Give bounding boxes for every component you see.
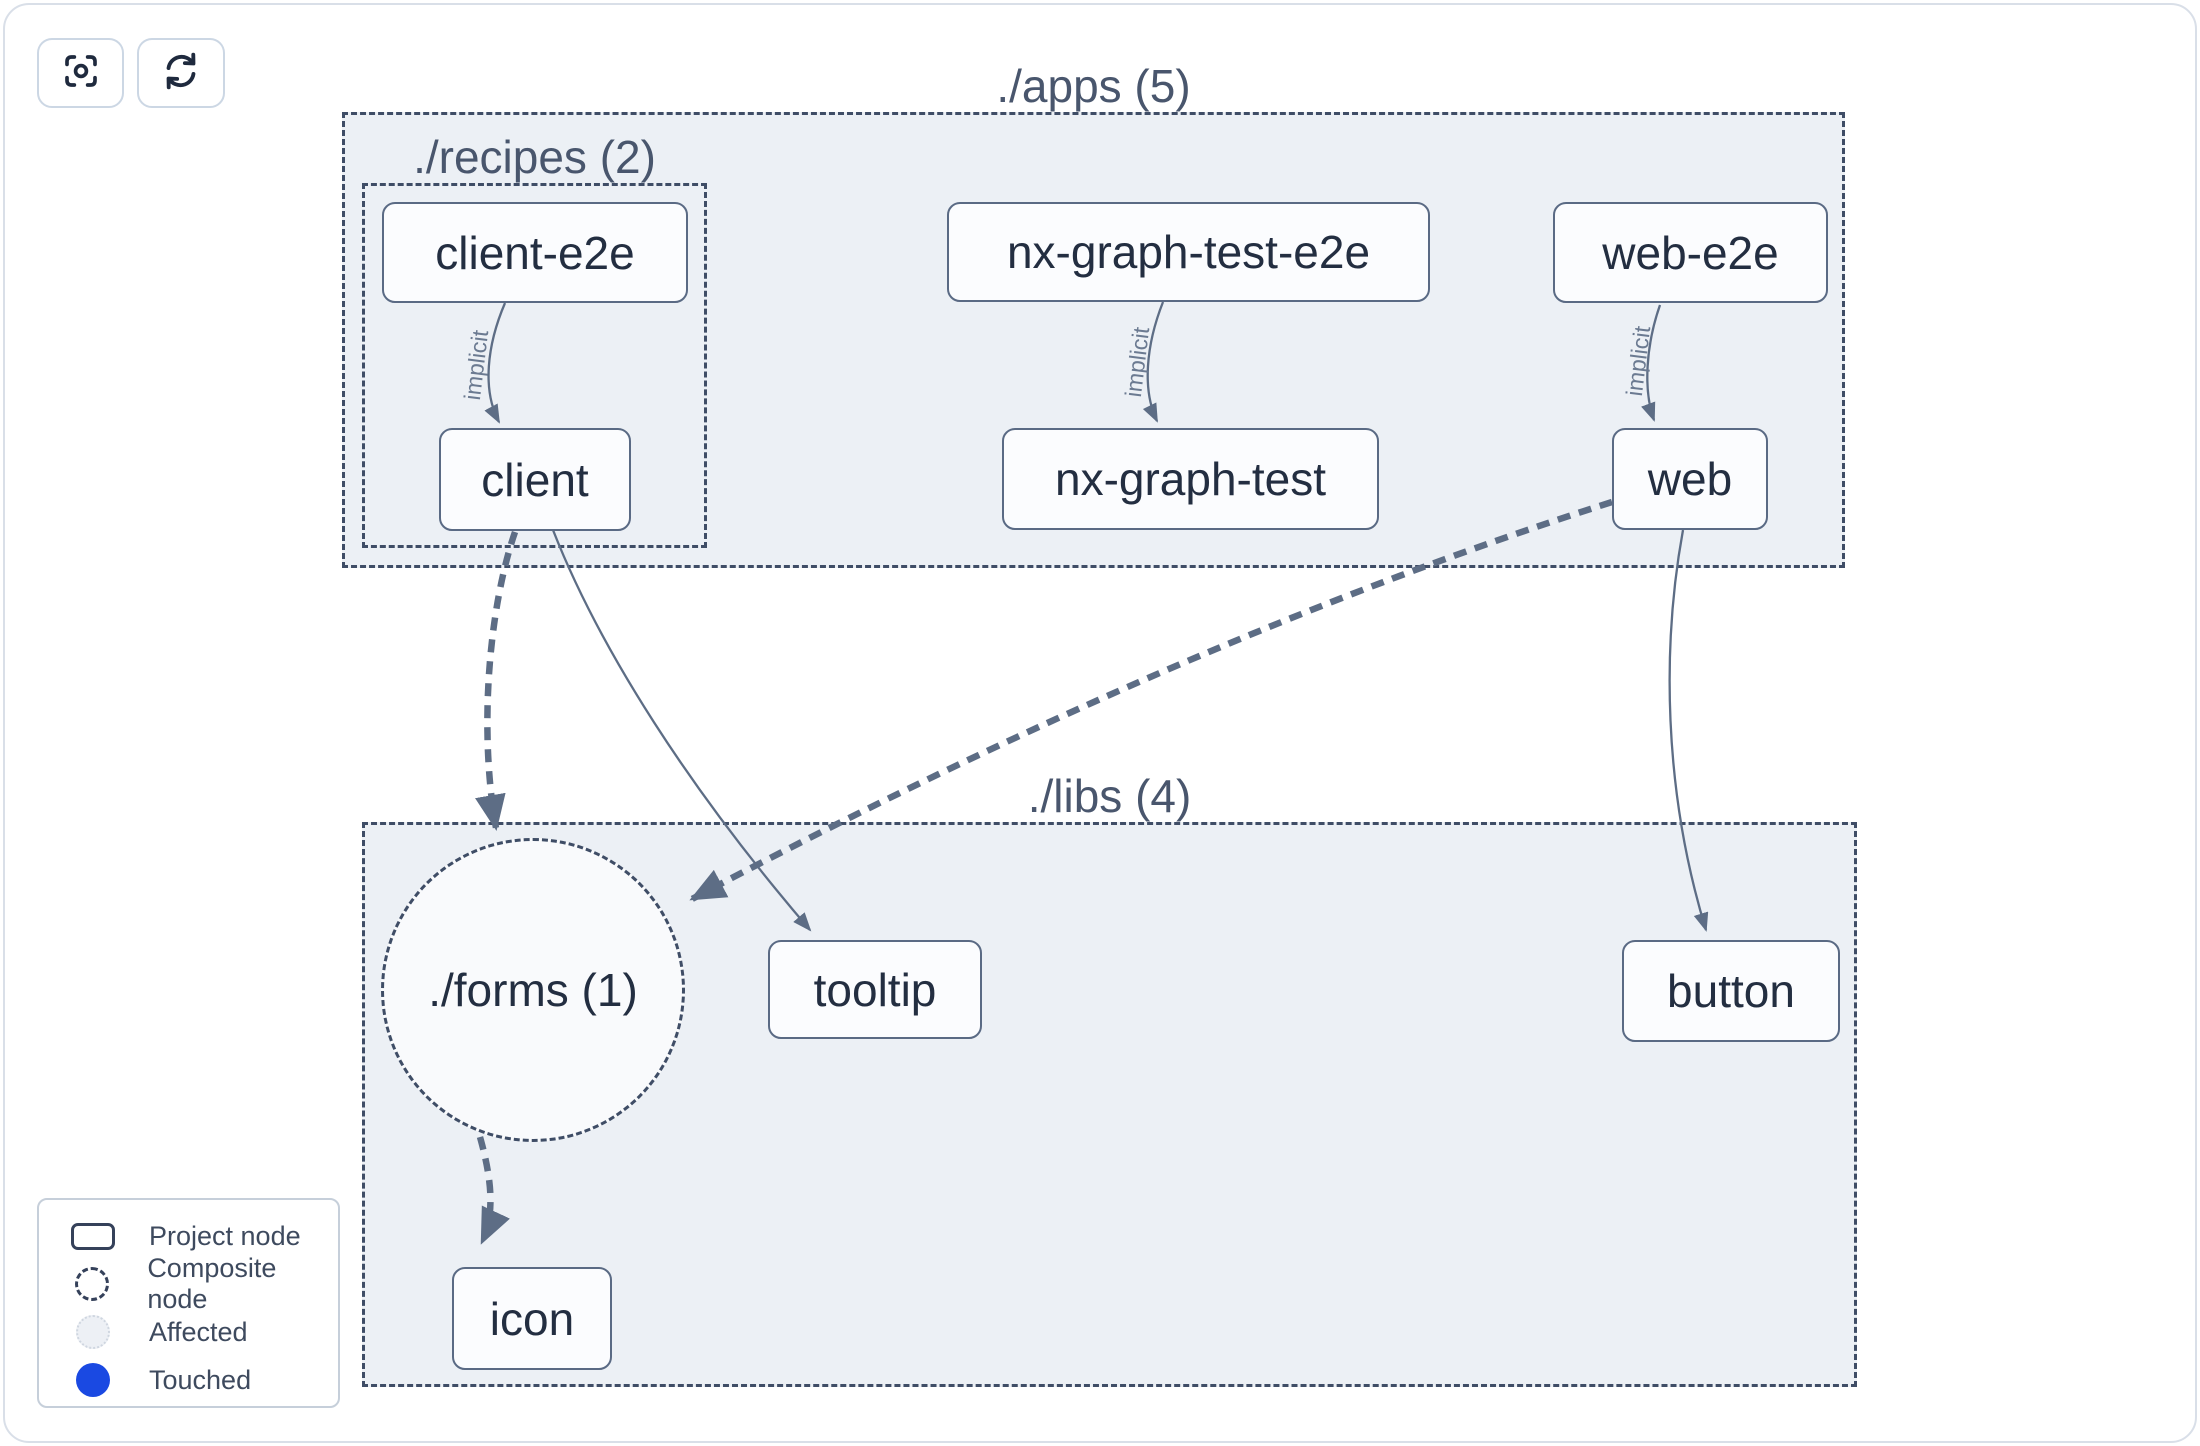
- project-node-icon: [71, 1222, 115, 1250]
- node-label: nx-graph-test-e2e: [1006, 226, 1371, 278]
- node-label: tooltip: [813, 963, 937, 1016]
- legend: Project node Composite node Affected Tou…: [37, 1198, 340, 1408]
- composite-node-forms-label: ./forms (1): [428, 964, 638, 1016]
- node-button[interactable]: button: [1622, 940, 1840, 1042]
- touched-circle-icon: [76, 1363, 110, 1397]
- node-nx-graph-test[interactable]: nx-graph-test: [1002, 428, 1379, 530]
- node-label: web: [1647, 453, 1733, 505]
- node-client[interactable]: client: [439, 428, 631, 531]
- legend-label: Composite node: [147, 1253, 277, 1314]
- refresh-icon: [159, 49, 203, 98]
- center-graph-button[interactable]: [37, 38, 124, 108]
- legend-label: Touched: [149, 1364, 252, 1395]
- refresh-button[interactable]: [137, 38, 225, 108]
- node-label: web-e2e: [1602, 226, 1779, 279]
- legend-label: Project node: [149, 1220, 301, 1251]
- legend-item-project-node: Project node: [65, 1212, 338, 1260]
- legend-item-affected: Affected: [65, 1308, 338, 1356]
- composite-node-icon: [75, 1267, 110, 1301]
- legend-label: Affected: [149, 1316, 248, 1347]
- node-label: icon: [489, 1292, 575, 1345]
- legend-item-touched: Touched: [65, 1356, 338, 1404]
- node-nx-graph-test-e2e[interactable]: nx-graph-test-e2e: [947, 202, 1430, 302]
- composite-node-forms[interactable]: ./forms (1): [381, 838, 685, 1142]
- node-client-e2e[interactable]: client-e2e: [382, 202, 688, 303]
- node-tooltip[interactable]: tooltip: [768, 940, 982, 1039]
- affected-circle-icon: [76, 1315, 110, 1349]
- focus-viewfinder-icon: [60, 50, 102, 97]
- node-label: button: [1667, 965, 1795, 1017]
- node-web[interactable]: web: [1612, 428, 1768, 530]
- node-label: client: [481, 453, 589, 506]
- node-label: client-e2e: [435, 226, 635, 279]
- legend-item-composite-node: Composite node: [65, 1253, 338, 1314]
- node-icon[interactable]: icon: [452, 1267, 612, 1370]
- node-web-e2e[interactable]: web-e2e: [1553, 202, 1828, 303]
- node-label: nx-graph-test: [1054, 453, 1326, 505]
